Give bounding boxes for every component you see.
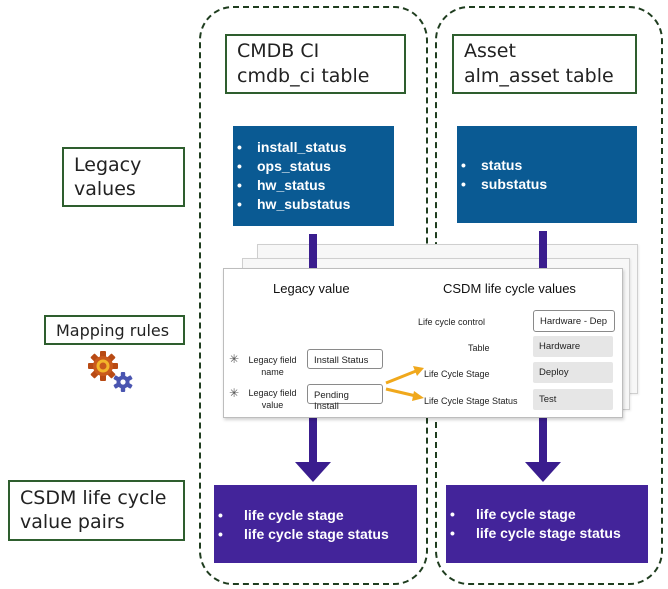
list-item: hw_substatus <box>233 195 394 214</box>
list-item: hw_status <box>233 176 394 195</box>
mapping-arrows <box>385 366 424 401</box>
life-cycle-control-label: Life cycle control <box>418 317 486 327</box>
table-value: Hardware <box>533 336 613 357</box>
asset-down-arrow-icon <box>525 462 561 482</box>
life-cycle-stage-value: Deploy <box>533 362 613 383</box>
cmdb-title: CMDB CI <box>237 40 320 62</box>
mapping-arrow-stage-head-icon <box>413 366 424 376</box>
legacy-label-line1: Legacy <box>74 154 142 176</box>
gears-icon <box>88 351 133 392</box>
life-cycle-stage-label: Life Cycle Stage <box>424 369 490 379</box>
list-item: ops_status <box>233 157 394 176</box>
mapping-rules-label: Mapping rules <box>44 315 185 345</box>
mapping-arrow-stage <box>385 369 417 385</box>
legacy-value-input[interactable]: Pending Install <box>307 384 383 412</box>
asset-title-box: Asset alm_asset table <box>452 34 637 94</box>
mapping-arrow-status-head-icon <box>412 391 424 401</box>
list-item: substatus <box>457 175 637 194</box>
csdm-label-line1: CSDM life cycle <box>20 487 167 509</box>
mapping-label-text: Mapping rules <box>56 321 170 340</box>
cmdb-csdm-pairs-box: life cycle stage life cycle stage status <box>214 485 417 563</box>
csdm-values-header: CSDM life cycle values <box>443 281 576 296</box>
csdm-pairs-label: CSDM life cycle value pairs <box>8 480 185 541</box>
legacy-field-input[interactable]: Install Status <box>307 349 383 369</box>
list-item: status <box>457 156 637 175</box>
asset-connector-bottom <box>539 417 547 463</box>
legacy-value-header: Legacy value <box>273 281 350 296</box>
asset-csdm-list: life cycle stage life cycle stage status <box>446 505 648 543</box>
mapping-rule-form: Legacy value CSDM life cycle values ✳ Le… <box>223 268 623 418</box>
asset-legacy-values-box: status substatus <box>457 126 637 223</box>
cmdb-subtitle: cmdb_ci table <box>237 65 370 87</box>
legacy-value-label: Legacy field value <box>248 388 297 410</box>
legacy-label-line2: values <box>74 178 136 200</box>
list-item: life cycle stage <box>214 506 417 525</box>
life-cycle-control-input[interactable]: Hardware - Dep <box>533 310 615 332</box>
cmdb-connector-bottom <box>309 417 317 463</box>
csdm-label-line2: value pairs <box>20 511 125 533</box>
cmdb-legacy-values-box: install_status ops_status hw_status hw_s… <box>233 126 394 226</box>
list-item: life cycle stage status <box>446 524 648 543</box>
cmdb-csdm-list: life cycle stage life cycle stage status <box>214 506 417 544</box>
life-cycle-stage-status-value: Test <box>533 389 613 410</box>
legacy-values-label: Legacy values <box>62 147 185 207</box>
asset-title: Asset <box>464 40 516 62</box>
asset-connector-top <box>539 231 547 271</box>
asset-csdm-pairs-box: life cycle stage life cycle stage status <box>446 485 648 563</box>
cmdb-title-box: CMDB CI cmdb_ci table <box>225 34 406 94</box>
life-cycle-stage-status-label: Life Cycle Stage Status <box>424 396 518 406</box>
table-label: Table <box>468 343 490 353</box>
cmdb-legacy-list: install_status ops_status hw_status hw_s… <box>233 138 394 214</box>
required-icon: ✳ <box>229 352 240 366</box>
legacy-field-label: Legacy field name <box>248 355 297 377</box>
mapping-arrow-status <box>385 387 417 398</box>
list-item: life cycle stage <box>446 505 648 524</box>
list-item: life cycle stage status <box>214 525 417 544</box>
cmdb-connector-top <box>309 234 317 270</box>
cmdb-down-arrow-icon <box>295 462 331 482</box>
required-icon: ✳ <box>229 386 240 400</box>
list-item: install_status <box>233 138 394 157</box>
asset-legacy-list: status substatus <box>457 156 637 194</box>
asset-subtitle: alm_asset table <box>464 65 614 87</box>
